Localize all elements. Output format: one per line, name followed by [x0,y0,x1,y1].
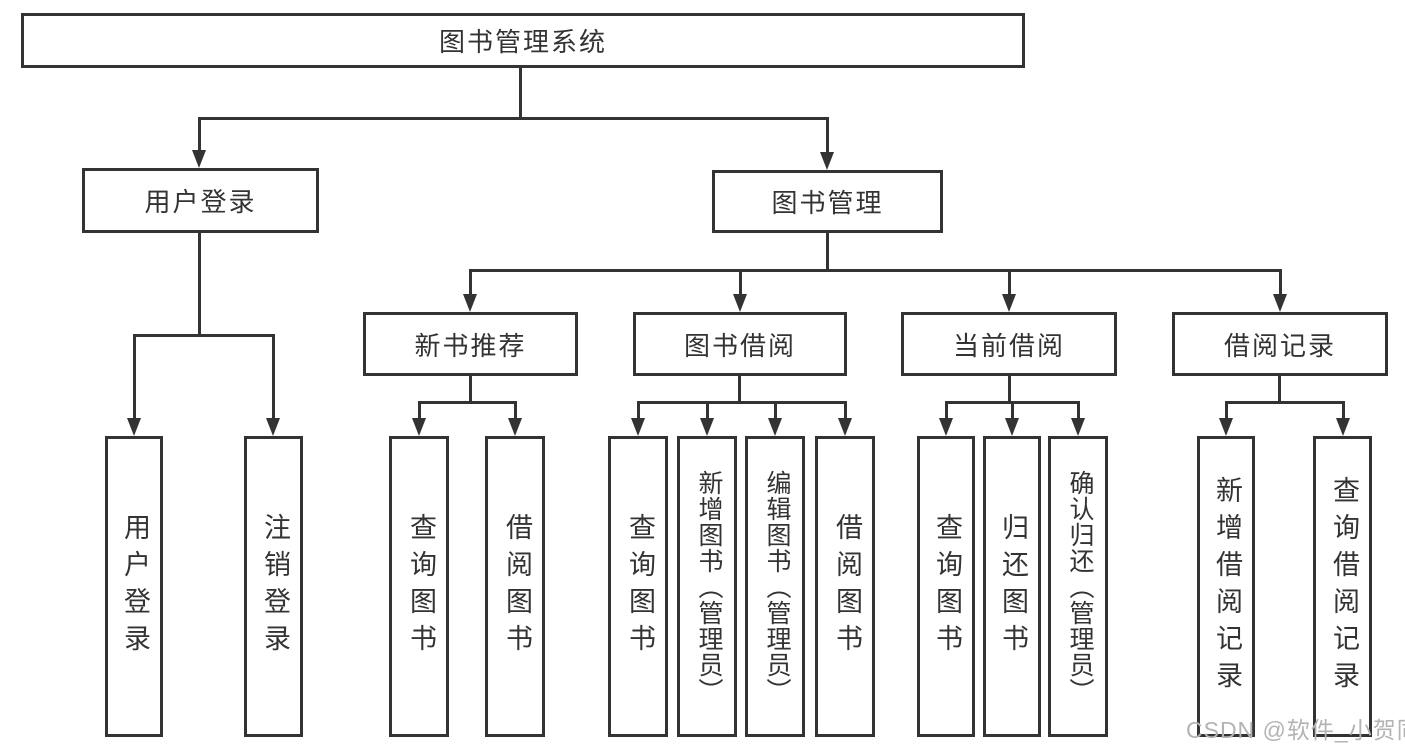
connector-borrowing-leaf1 [637,401,640,419]
arrow-to-book-management [820,152,834,170]
connector-borrowing-stem [738,376,741,404]
connector-records-leaf2 [1342,401,1345,419]
arrow-to-new-book [463,294,477,312]
connector-current-leaf2 [1011,401,1014,419]
node-query-borrow-record: 查询借阅记录 [1313,436,1372,737]
connector-new-book-leaf2 [514,401,517,419]
arrow-to-current-borrowing [1002,294,1016,312]
connector-records-rail [1225,401,1345,404]
node-borrow-books-2: 借阅图书 [815,436,875,737]
connector-level1-rail [199,117,829,120]
connector-current-stem [1008,376,1011,404]
connector-book-management-stem [826,233,829,272]
arrow-to-book-borrowing [733,294,747,312]
arrow-current-leaf1 [939,418,953,436]
connector-user-login-stem [198,233,201,337]
connector-borrowing-leaf2 [706,401,709,419]
arrow-new-book-leaf2 [508,418,522,436]
arrow-new-book-leaf1 [412,418,426,436]
node-logout-leaf: 注销登录 [244,436,303,737]
connector-new-book-leaf1 [418,401,421,419]
node-edit-book-admin: 编辑图书（管理员） [745,436,805,737]
node-borrow-books-1: 借阅图书 [485,436,545,737]
connector-to-logout-leaf [272,334,275,418]
node-user-login: 用户登录 [82,168,319,233]
arrow-current-leaf2 [1005,418,1019,436]
arrow-current-leaf3 [1071,418,1085,436]
connector-current-leaf1 [945,401,948,419]
arrow-to-borrowing-records [1273,294,1287,312]
connector-to-book-management [826,117,829,153]
node-library-management-system: 图书管理系统 [21,13,1025,68]
connector-new-book-rail [418,401,517,404]
connector-borrowing-rail [637,401,847,404]
connector-to-book-borrowing [739,269,742,295]
node-confirm-return-admin: 确认归还（管理员） [1048,436,1108,737]
node-add-book-admin: 新增图书（管理员） [677,436,737,737]
node-book-management: 图书管理 [712,170,943,233]
connector-borrowing-leaf4 [844,401,847,419]
connector-records-leaf1 [1225,401,1228,419]
connector-root-stem [519,68,522,120]
node-query-books-1: 查询图书 [389,436,449,737]
node-add-borrow-record: 新增借阅记录 [1197,436,1255,737]
connector-to-user-login-leaf [133,334,136,418]
node-return-books: 归还图书 [983,436,1041,737]
connector-to-borrowing-records [1279,269,1282,295]
connector-to-user-login [198,117,201,151]
arrow-borrowing-leaf3 [768,418,782,436]
arrow-records-leaf1 [1219,418,1233,436]
arrow-records-leaf2 [1336,418,1350,436]
connector-records-stem [1278,376,1281,404]
node-current-borrowing: 当前借阅 [901,312,1117,376]
node-borrowing-records: 借阅记录 [1172,312,1388,376]
connector-to-current-borrowing [1008,269,1011,295]
node-new-book-recommendation: 新书推荐 [363,312,578,376]
connector-new-book-stem [469,376,472,404]
connector-level3-rail [469,269,1282,272]
connector-user-login-rail [133,334,275,337]
arrow-borrowing-leaf2 [700,418,714,436]
connector-current-leaf3 [1077,401,1080,419]
arrow-to-logout-leaf [266,418,280,436]
connector-to-new-book [469,269,472,295]
arrow-to-user-login [192,150,206,168]
node-query-books-3: 查询图书 [917,436,975,737]
node-book-borrowing: 图书借阅 [633,312,847,376]
arrow-borrowing-leaf4 [838,418,852,436]
connector-borrowing-leaf3 [774,401,777,419]
csdn-watermark: CSDN @软件_小贺同学 [1186,717,1405,743]
node-query-books-2: 查询图书 [608,436,668,737]
node-user-login-leaf: 用户登录 [105,436,163,737]
arrow-borrowing-leaf1 [631,418,645,436]
arrow-to-user-login-leaf [127,418,141,436]
